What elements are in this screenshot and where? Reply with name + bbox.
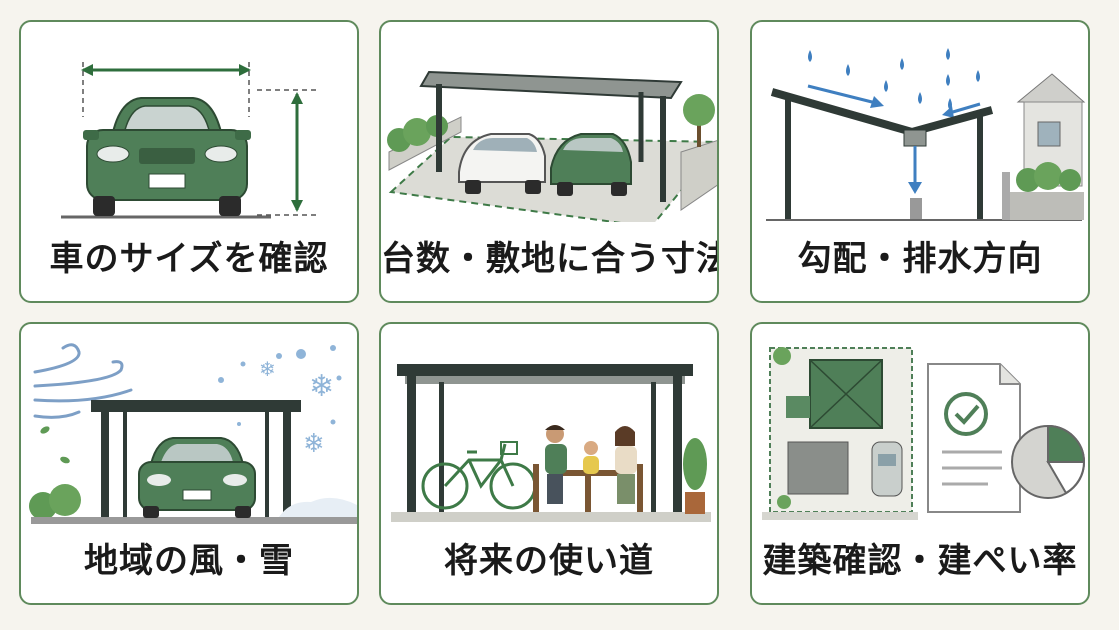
card-label: 将来の使い道 <box>444 541 654 581</box>
card-building-permit: 建築確認・建ぺい率 <box>750 322 1090 605</box>
roof-drainage-icon <box>766 48 1086 221</box>
card-car-size: 車のサイズを確認 <box>19 20 359 303</box>
card-label: 台数・敷地に合う寸法 <box>381 239 719 279</box>
card-roof-drainage: 勾配・排水方向 <box>750 20 1090 303</box>
two-car-carport-icon <box>387 70 717 222</box>
svg-text:❄: ❄ <box>259 357 276 381</box>
card-label: 建築確認・建ぺい率 <box>762 541 1078 581</box>
card-carport-dimensions: 台数・敷地に合う寸法 <box>379 20 719 303</box>
svg-text:❄: ❄ <box>303 429 325 459</box>
card-wind-snow: ❄ ❄ ❄ <box>19 322 359 605</box>
wind-snow-icon: ❄ ❄ ❄ <box>29 343 357 524</box>
svg-text:❄: ❄ <box>309 369 334 404</box>
card-label: 勾配・排水方向 <box>797 239 1043 279</box>
site-plan-document-icon <box>762 347 1086 520</box>
card-label: 地域の風・雪 <box>84 541 294 581</box>
car-size-icon <box>61 62 316 219</box>
card-future-use: 将来の使い道 <box>379 322 719 605</box>
family-patio-icon <box>391 364 711 522</box>
card-label: 車のサイズを確認 <box>49 239 329 279</box>
